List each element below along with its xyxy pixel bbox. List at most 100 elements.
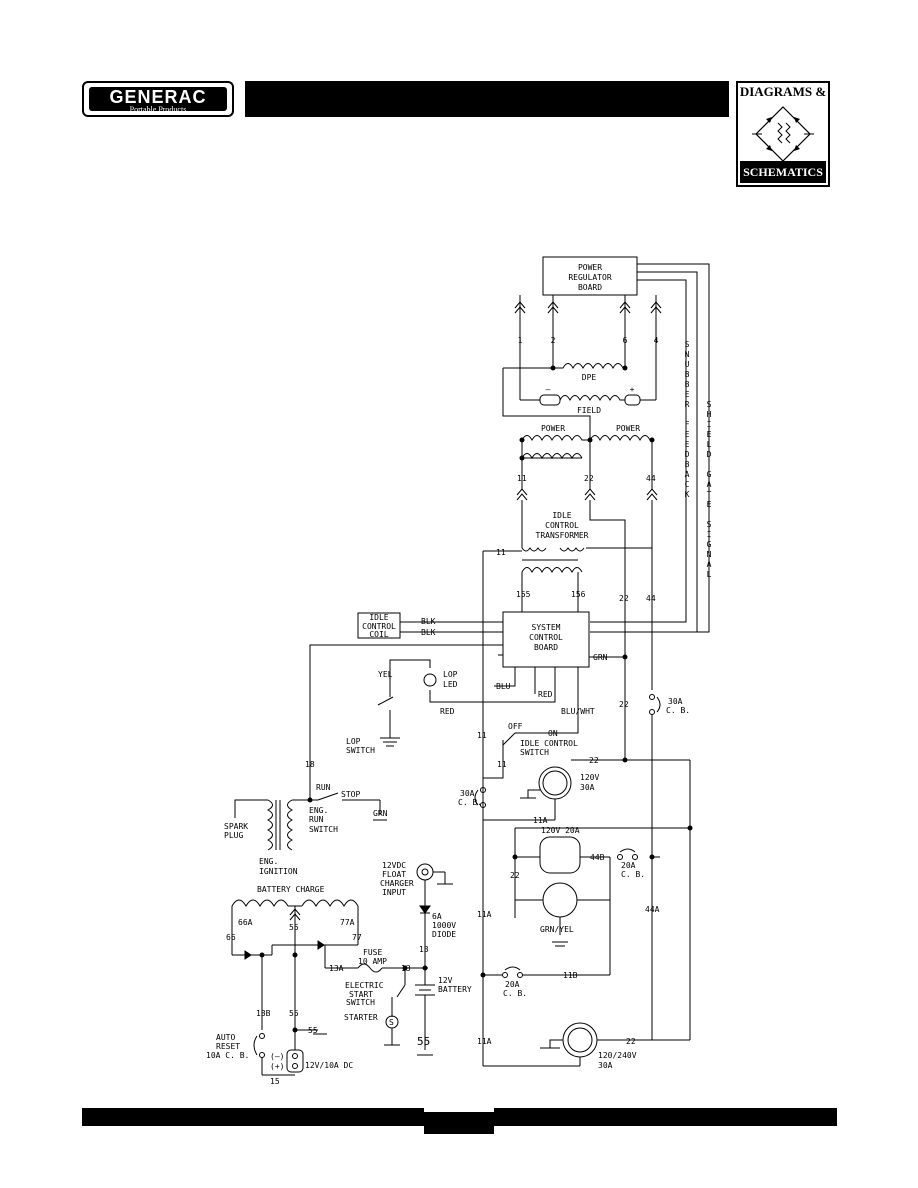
wire-label: 6	[623, 336, 628, 345]
lop-led-label-2: LED	[443, 680, 458, 689]
cb-20a-left-label-2: C. B.	[503, 989, 527, 998]
electric-start-switch-label-2: START	[349, 990, 373, 999]
diode-label-2: 1000V	[432, 921, 456, 930]
auto-reset-label-3: 10A C. B.	[206, 1051, 249, 1060]
recept-120v-20a-label: 120V 20A	[541, 826, 580, 835]
wire-label: 2	[551, 336, 556, 345]
eng-ignition-label-1: ENG.	[259, 857, 278, 866]
wire-label: 15	[270, 1077, 280, 1086]
battery-charge-label: BATTERY CHARGE	[257, 885, 325, 894]
blk-label: BLK	[421, 628, 436, 637]
power-regulator-board-box	[542, 256, 638, 296]
snubber-feedback-label: SNUBBER FEEDBACK	[683, 340, 692, 500]
stop-label: STOP	[341, 790, 360, 799]
run-label: RUN	[316, 783, 331, 792]
cb-30a-left-label-1: 30A	[460, 789, 475, 798]
lop-led-label-1: LOP	[443, 670, 458, 679]
power-regulator-board-label-3: BOARD	[578, 283, 602, 292]
red-label: RED	[538, 690, 553, 699]
spark-plug-label-1: SPARK	[224, 822, 248, 831]
wire-label: 66	[226, 933, 236, 942]
wire-label: 11	[496, 548, 506, 557]
eng-run-switch-label-2: RUN	[309, 815, 324, 824]
wire-label: 44B	[590, 853, 605, 862]
dc-12v-label: 12V/10A DC	[305, 1061, 353, 1070]
wire-label: 13B	[256, 1009, 271, 1018]
spark-plug-label-2: PLUG	[224, 831, 243, 840]
eng-run-switch-label-3: SWITCH	[309, 825, 338, 834]
field-label: FIELD	[577, 406, 601, 415]
wire-label: 22	[510, 871, 520, 880]
electric-start-switch-label-3: SWITCH	[346, 998, 375, 1007]
field-plus-label: +	[630, 385, 635, 394]
battery-label: 12V	[438, 976, 453, 985]
power-left-label: POWER	[541, 424, 565, 433]
blu-label: BLU	[496, 682, 511, 691]
battery-label-2: BATTERY	[438, 985, 472, 994]
power-regulator-board-label-2: REGULATOR	[568, 273, 612, 282]
blu-wht-label: BLU/WHT	[561, 707, 595, 716]
float-charger-label-3: CHARGER	[380, 879, 414, 888]
wire-label: 11A	[477, 1037, 492, 1046]
wire-label: 11	[517, 474, 527, 483]
wire-label: 22	[619, 700, 629, 709]
electric-start-switch-label-1: ELECTRIC	[345, 981, 384, 990]
idle-control-transformer-label-1: IDLE	[552, 511, 571, 520]
wire-label: 18	[305, 760, 315, 769]
wire-label: 22	[626, 1037, 636, 1046]
wire-label: 155	[516, 590, 531, 599]
footer-page-tab	[424, 1112, 494, 1134]
generac-logo-plate: GENERAC Portable Products	[89, 87, 227, 114]
wire-label: 1	[518, 336, 523, 345]
brand-subtitle: Portable Products	[129, 105, 187, 114]
float-charger-label-2: FLOAT	[382, 870, 406, 879]
recept-120v-30a-label-2: 30A	[580, 783, 595, 792]
footer-bar-left	[82, 1108, 424, 1126]
idle-control-transformer-label-3: TRANSFORMER	[536, 531, 589, 540]
system-control-board-label-2: CONTROL	[529, 633, 563, 642]
idle-control-switch-label-1: IDLE CONTROL	[520, 739, 578, 748]
dc-minus-label: (–)	[270, 1052, 284, 1061]
wire-label: 44	[646, 594, 656, 603]
idle-control-transformer-label-2: CONTROL	[545, 521, 579, 530]
wire-label: 13	[419, 945, 429, 954]
dpe-label: DPE	[582, 373, 597, 382]
generac-logo: GENERAC Portable Products	[82, 81, 234, 117]
cb-30a-left-label-2: C. B.	[458, 798, 482, 807]
shield-gate-signal-label: SHIELD GATE SIGNAL	[705, 400, 714, 580]
wire-label: 77A	[340, 918, 355, 927]
field-minus-label: –	[546, 385, 551, 394]
wire-label: 55	[308, 1026, 318, 1035]
float-charger-label-1: 12VDC	[382, 861, 406, 870]
wire-label: 11A	[477, 910, 492, 919]
dc-plus-label: (+)	[270, 1062, 284, 1071]
wire-label: 13	[401, 964, 411, 973]
wire-label: 4	[654, 336, 659, 345]
starter-s-label: S	[389, 1018, 394, 1027]
cb-20a-right-label-2: C. B.	[621, 870, 645, 879]
cb-30a-right-label-1: 30A	[668, 697, 683, 706]
red-label-2: RED	[440, 707, 455, 716]
diode-symbol	[419, 905, 431, 914]
starter-label: STARTER	[344, 1013, 378, 1022]
lop-switch-label-1: LOP	[346, 737, 361, 746]
badge-top-text: DIAGRAMS &	[739, 84, 827, 99]
header-bar	[245, 81, 729, 117]
wire-label: 11	[497, 760, 507, 769]
wire-label: 55	[289, 923, 299, 932]
wire-label: 11B	[563, 971, 578, 980]
wire-label: 22	[589, 756, 599, 765]
brand-name: GENERAC	[109, 87, 207, 107]
off-label: OFF	[508, 722, 523, 731]
auto-reset-label-1: AUTO	[216, 1033, 235, 1042]
wire-label: 55	[417, 1035, 430, 1048]
diode-label-3: DIODE	[432, 930, 456, 939]
system-control-board-label-3: BOARD	[534, 643, 558, 652]
power-regulator-board-label-1: POWER	[578, 263, 602, 272]
wire-label: 77	[352, 933, 362, 942]
cb-20a-right-label-1: 20A	[621, 861, 636, 870]
system-control-board-label-1: SYSTEM	[532, 623, 561, 632]
auto-reset-label-2: RESET	[216, 1042, 240, 1051]
diode-label-1: 6A	[432, 912, 442, 921]
